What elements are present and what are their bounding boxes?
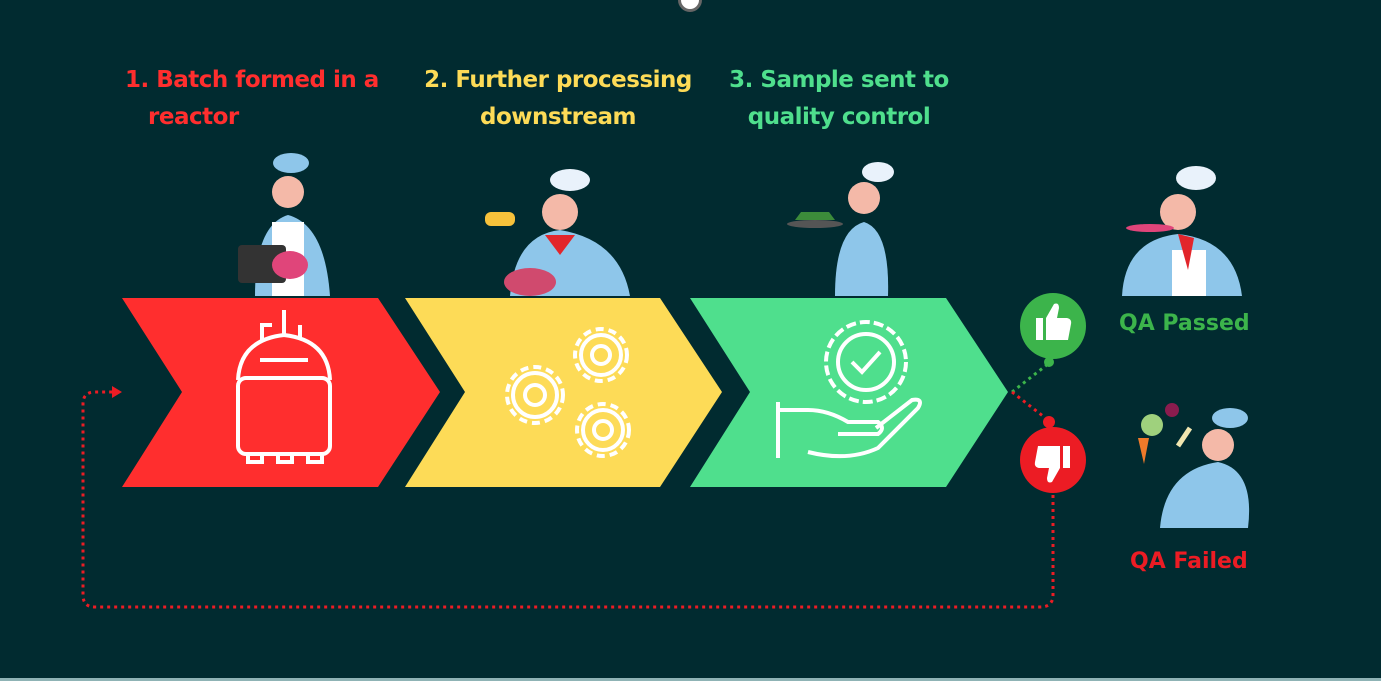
- gears-icon: [505, 327, 631, 458]
- step-1-line1: 1. Batch formed in a: [125, 67, 379, 93]
- qa-fail-connector: [1011, 390, 1055, 428]
- step-2-line2: downstream: [480, 104, 637, 130]
- chef-tasting-illustration: [787, 162, 894, 296]
- step-2-title: 2. Further processing downstream: [422, 62, 694, 136]
- chef-juggling-vegetables-illustration: [1138, 403, 1250, 528]
- chef-stirring-pot-illustration: [238, 153, 330, 296]
- step-3-line1: 3. Sample sent to: [729, 67, 949, 93]
- step-3-line2: quality control: [747, 104, 931, 130]
- qa-passed-label: QA Passed: [1119, 311, 1250, 336]
- thumbs-up-icon[interactable]: [1020, 293, 1086, 359]
- reactor-icon: [236, 310, 332, 464]
- step-1-line2: reactor: [148, 104, 239, 130]
- chevron-step-3: [690, 298, 1008, 487]
- bottom-border: [0, 678, 1381, 681]
- chevron-step-1: [122, 298, 440, 487]
- chef-approving-illustration: [1122, 166, 1242, 296]
- step-2-line1: 2. Further processing: [424, 67, 692, 93]
- chef-seasoning-illustration: [485, 169, 630, 296]
- step-3-title: 3. Sample sent to quality control: [726, 62, 952, 136]
- quality-badge-hand-icon: [776, 320, 922, 459]
- loop-arrowhead: [112, 386, 122, 398]
- qa-pass-connector: [1011, 357, 1054, 394]
- step-1-title: 1. Batch formed in a reactor: [125, 62, 379, 136]
- qa-failed-label: QA Failed: [1130, 549, 1248, 574]
- thumbs-down-icon[interactable]: [1020, 427, 1086, 493]
